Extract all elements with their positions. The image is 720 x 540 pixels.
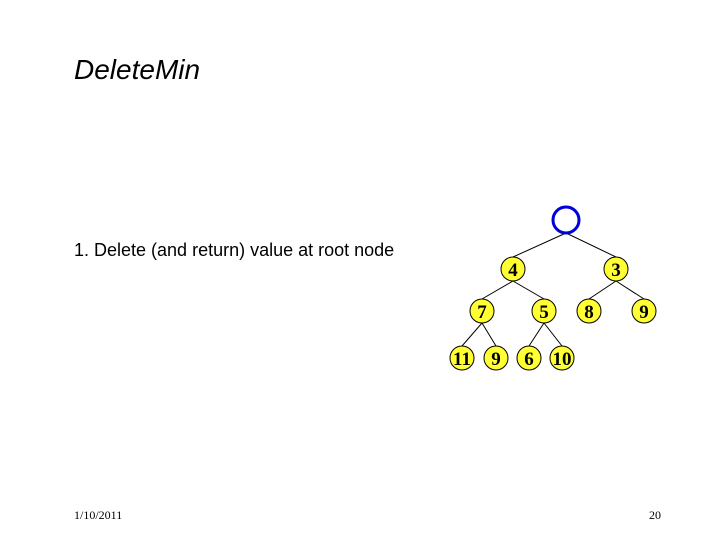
node-circle bbox=[576, 298, 602, 324]
node-label: 4 bbox=[508, 260, 518, 281]
node-label: 3 bbox=[611, 260, 621, 281]
node-label: 9 bbox=[491, 349, 501, 370]
node-label: 11 bbox=[453, 349, 471, 370]
nodes-layer: 4 3 7 5 8 9 11 9 6 10 bbox=[449, 205, 657, 371]
node-circle bbox=[551, 205, 581, 235]
page-number: 20 bbox=[649, 508, 661, 522]
node-circle bbox=[449, 345, 475, 371]
tree-node-n4: 4 bbox=[500, 256, 526, 282]
tree-node-n10: 10 bbox=[549, 345, 575, 371]
node-circle bbox=[549, 345, 575, 371]
tree-edge-root-n3 bbox=[565, 232, 617, 258]
node-circle bbox=[516, 345, 542, 371]
tree-edge-n7-n9b bbox=[481, 322, 497, 347]
tree-edge-n5-n10 bbox=[543, 322, 563, 347]
bullet-text: 1. Delete (and return) value at root nod… bbox=[74, 240, 395, 260]
tree-node-n11: 11 bbox=[449, 345, 475, 371]
tree-edge-n4-n7 bbox=[481, 280, 514, 300]
tree-edge-n4-n5 bbox=[512, 280, 545, 300]
node-label: 8 bbox=[584, 302, 594, 323]
node-circle bbox=[483, 345, 509, 371]
edges-layer bbox=[461, 232, 645, 347]
node-label: 10 bbox=[553, 349, 572, 370]
slide-title: DeleteMin bbox=[74, 54, 201, 85]
node-circle bbox=[531, 298, 557, 324]
footer-date: 1/10/2011 bbox=[74, 508, 123, 522]
tree-edge-root-n4 bbox=[512, 232, 567, 258]
tree-root-node-empty bbox=[551, 205, 581, 235]
tree-node-n6: 6 bbox=[516, 345, 542, 371]
tree-edge-n3-n8 bbox=[588, 280, 617, 300]
node-circle bbox=[500, 256, 526, 282]
tree-node-n5: 5 bbox=[531, 298, 557, 324]
tree-node-n8: 8 bbox=[576, 298, 602, 324]
node-circle bbox=[469, 298, 495, 324]
node-circle bbox=[631, 298, 657, 324]
tree-node-n3: 3 bbox=[603, 256, 629, 282]
tree-edge-n5-n6 bbox=[528, 322, 545, 347]
tree-node-n9a: 9 bbox=[631, 298, 657, 324]
tree-node-n9b: 9 bbox=[483, 345, 509, 371]
tree-edge-n7-n11 bbox=[461, 322, 483, 347]
node-circle bbox=[603, 256, 629, 282]
node-label: 5 bbox=[539, 302, 549, 323]
tree-edge-n3-n9a bbox=[615, 280, 645, 300]
tree-node-n7: 7 bbox=[469, 298, 495, 324]
node-label: 9 bbox=[639, 302, 649, 323]
node-label: 6 bbox=[524, 349, 534, 370]
node-label: 7 bbox=[477, 302, 487, 323]
